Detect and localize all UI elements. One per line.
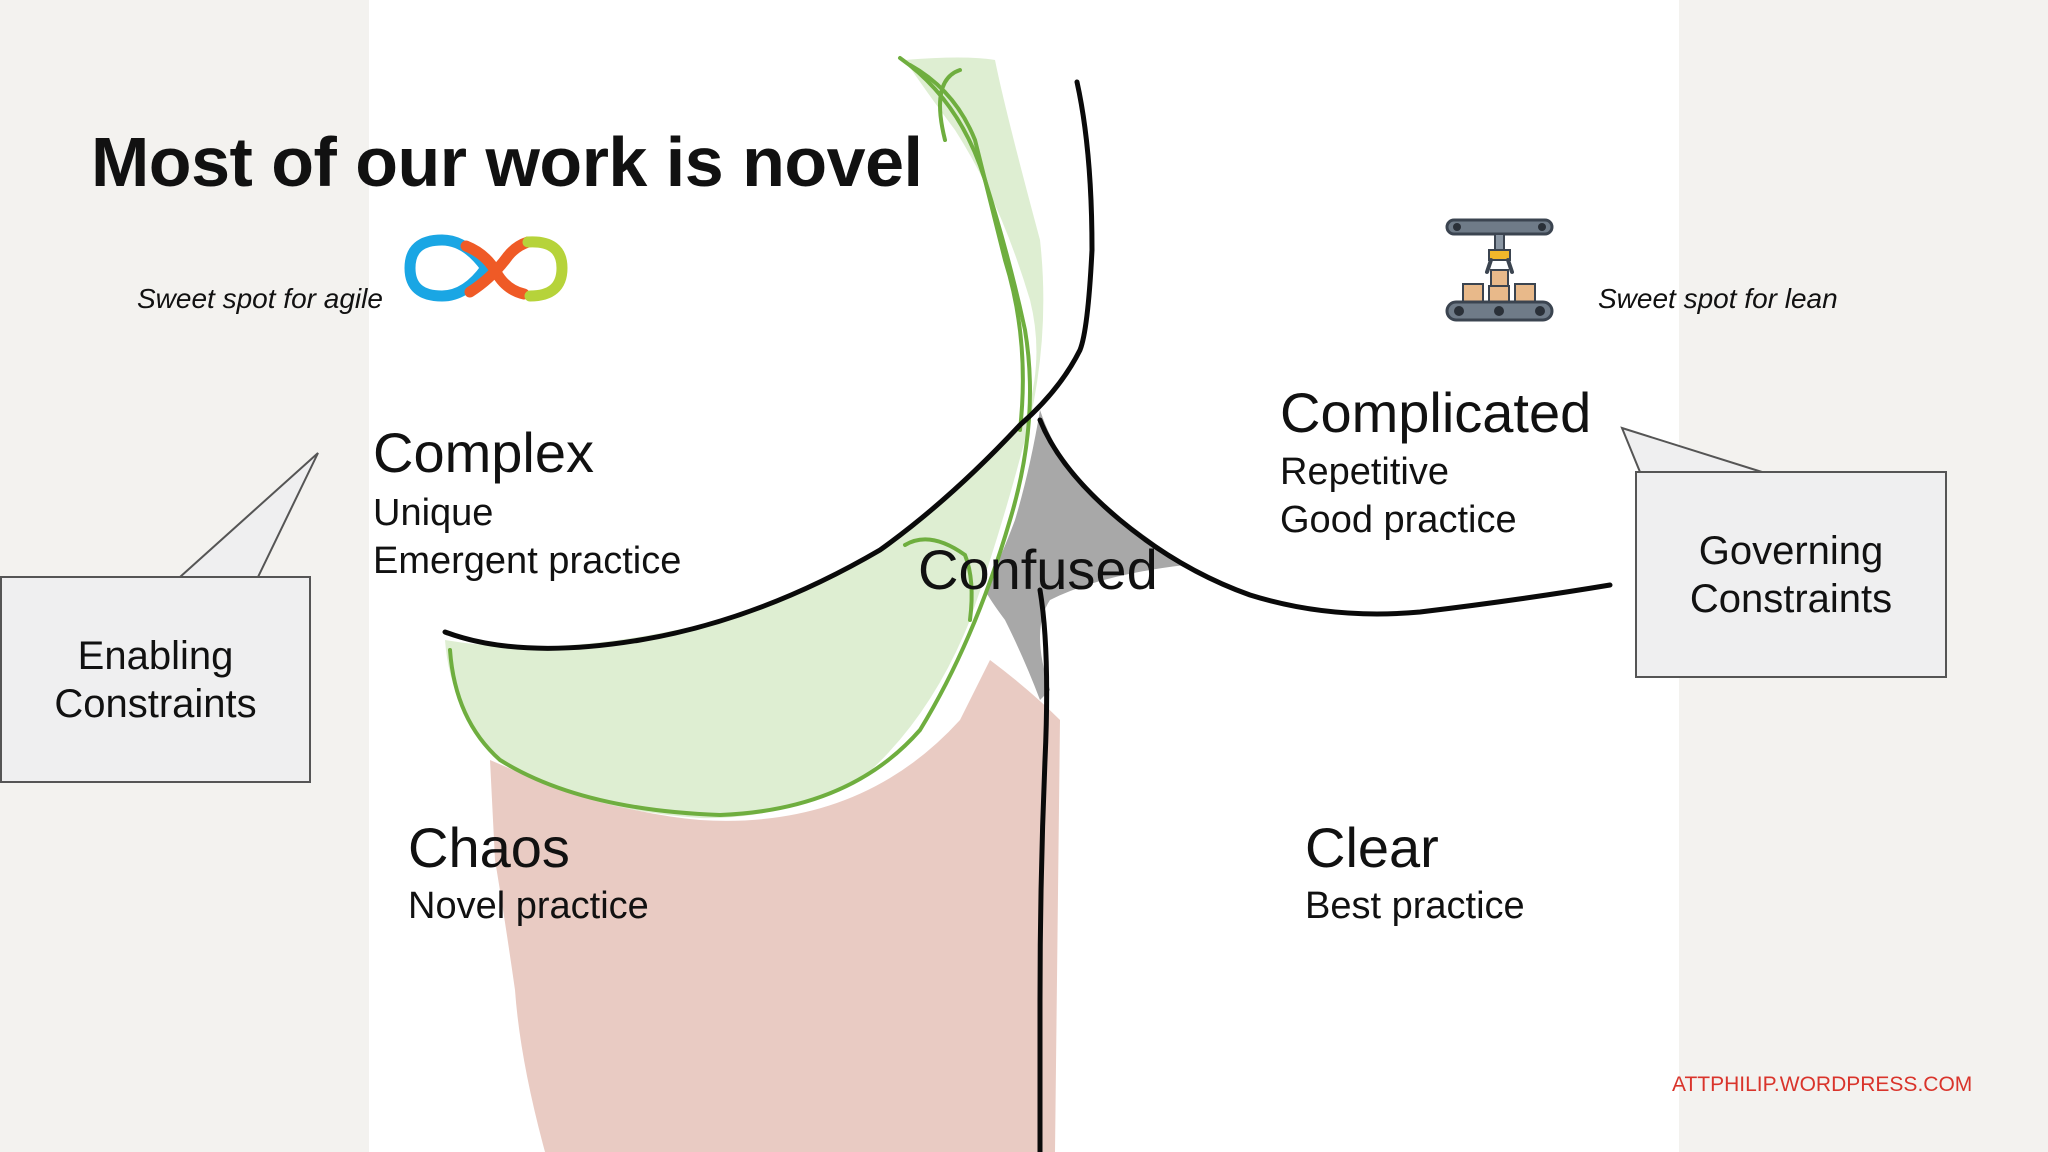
right-callout-pointer: [1620, 426, 1763, 473]
clear-domain-title: Clear: [1305, 816, 1439, 879]
left-callout-pointer: [177, 452, 319, 578]
complicated-descriptor-2: Good practice: [1280, 499, 1517, 541]
complicated-domain-title: Complicated: [1280, 381, 1592, 444]
governing-constraints-callout: Governing Constraints: [1635, 471, 1947, 678]
complicated-descriptor-1: Repetitive: [1280, 451, 1449, 493]
chaos-domain-title: Chaos: [408, 816, 570, 879]
infinity-loop-icon: [404, 234, 568, 302]
chaos-descriptor-1: Novel practice: [408, 885, 649, 927]
governing-callout-line-1: Governing: [1698, 528, 1884, 573]
clear-descriptor-1: Best practice: [1305, 885, 1525, 927]
complex-descriptor-2: Emergent practice: [373, 540, 682, 582]
lean-sweet-spot-label: Sweet spot for lean: [1598, 283, 1838, 314]
agile-sweet-spot-label: Sweet spot for agile: [137, 283, 383, 314]
conveyor-belt-robot-arm-icon: [1445, 218, 1554, 322]
complex-domain-title: Complex: [373, 421, 594, 484]
confused-region: [985, 410, 1185, 700]
complex-descriptor-1: Unique: [373, 492, 494, 534]
slide-title: Most of our work is novel: [91, 123, 923, 201]
chaos-region: [490, 660, 1060, 1152]
complex-region: [445, 57, 1044, 819]
governing-callout-line-2: Constraints: [1689, 576, 1893, 621]
source-url: ATTPHILIP.WORDPRESS.COM: [1672, 1073, 1973, 1096]
enabling-constraints-callout: Enabling Constraints: [0, 576, 311, 783]
confused-domain-title: Confused: [918, 538, 1158, 601]
enabling-callout-line-2: Constraints: [54, 681, 257, 726]
enabling-callout-line-1: Enabling: [77, 633, 234, 678]
